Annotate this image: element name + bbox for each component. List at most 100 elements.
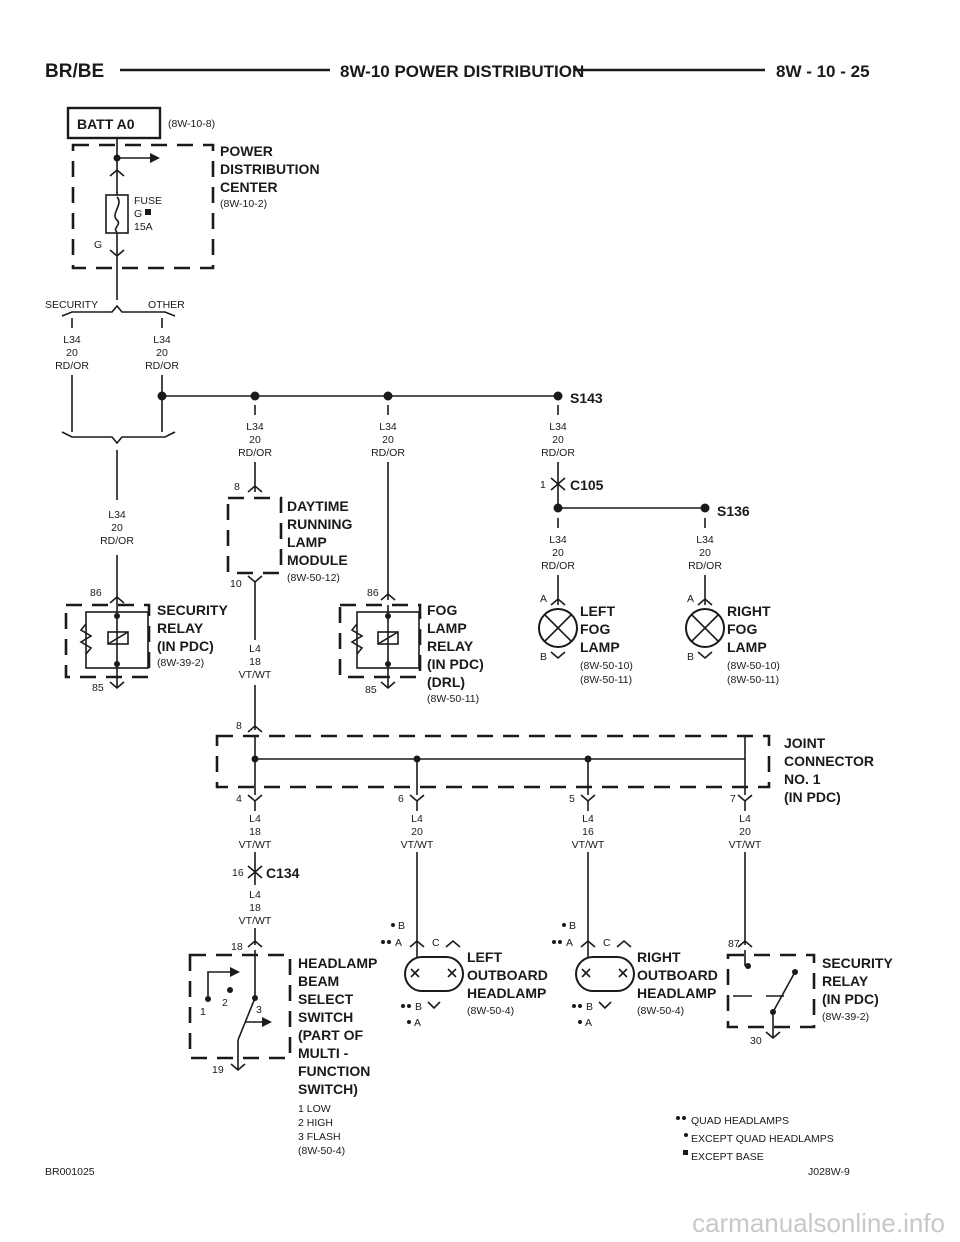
wire-h-gauge: 20 xyxy=(699,547,711,559)
lhl-c: C xyxy=(432,937,440,949)
bus-node-1 xyxy=(157,391,167,401)
fog-title-2: LAMP xyxy=(427,620,467,636)
fog-title-5: (DRL) xyxy=(427,674,465,690)
hls-blade xyxy=(237,997,256,1041)
wire-n-gauge: 18 xyxy=(249,902,261,914)
lfog-pin-a: A xyxy=(540,593,547,605)
fuse-id: G xyxy=(134,208,142,220)
note-quad: QUAD HEADLAMPS xyxy=(691,1115,789,1127)
sec1-coil-slash xyxy=(107,631,129,645)
wire-e-code: L34 xyxy=(379,421,397,433)
wire-i-color: VT/WT xyxy=(239,669,272,681)
note-except-base: EXCEPT BASE xyxy=(691,1151,764,1163)
rhl-x2b xyxy=(618,968,628,978)
c105-pin: 1 xyxy=(540,479,546,491)
rfog-title-2: FOG xyxy=(727,621,757,637)
wire-g-color: RD/OR xyxy=(541,560,575,572)
split-other: OTHER xyxy=(148,299,185,311)
header-left: BR/BE xyxy=(45,61,104,82)
fog-conn-out xyxy=(380,681,396,690)
hls-conn-out xyxy=(230,1063,246,1072)
wire-a-gauge: 20 xyxy=(66,347,78,359)
splice-s136: S136 xyxy=(717,503,750,519)
lhl-a-marker-2-icon xyxy=(387,940,391,944)
hls-title-3: SELECT xyxy=(298,991,354,1007)
sec1-pin-out: 85 xyxy=(92,682,104,694)
hls-title-7: FUNCTION xyxy=(298,1063,370,1079)
footer-left: BR001025 xyxy=(45,1166,95,1178)
joint-conn-4 xyxy=(247,794,263,803)
hls-pos-2: 2 xyxy=(222,997,228,1009)
rfog-conn-b xyxy=(697,651,713,660)
rhl-bot-b: B xyxy=(586,1001,593,1013)
fog-pin-in: 86 xyxy=(367,587,379,599)
sec2-ref: (8W-39-2) xyxy=(822,1011,869,1023)
joint-node-4 xyxy=(251,755,259,763)
wire-b-code: L34 xyxy=(153,334,171,346)
wire-j-code: L4 xyxy=(249,813,261,825)
lhl-bot-b: B xyxy=(415,1001,422,1013)
hls-title-4: SWITCH xyxy=(298,1009,353,1025)
drl-conn-in xyxy=(247,484,263,493)
wire-f-color: RD/OR xyxy=(541,447,575,459)
splice-s136-node xyxy=(700,503,710,513)
sec1-conn-in xyxy=(109,595,125,604)
lhl-x2b xyxy=(447,968,457,978)
joint-conn-7 xyxy=(737,794,753,803)
rhl-bot-a-marker-icon xyxy=(578,1020,582,1024)
wire-c-color: RD/OR xyxy=(100,535,134,547)
lhl-conn-a xyxy=(409,939,425,948)
sec2-conn-in xyxy=(737,939,753,948)
rhl-bot-b-marker-1-icon xyxy=(572,1004,576,1008)
sec1-coil-icon xyxy=(107,631,129,645)
watermark: carmanualsonline.info xyxy=(692,1208,945,1238)
note-except-quad-marker-icon xyxy=(684,1133,688,1137)
joint-title-2: CONNECTOR xyxy=(784,753,874,769)
note-quad-marker-2-icon xyxy=(682,1116,686,1120)
fog-title-1: FOG xyxy=(427,602,457,618)
left-headlamp-icon xyxy=(404,956,464,992)
rhl-title-1: RIGHT xyxy=(637,949,681,965)
wire-n-code: L4 xyxy=(249,889,261,901)
bus-node-2 xyxy=(250,391,260,401)
lfog-conn-b xyxy=(550,651,566,660)
note-except-base-marker-icon xyxy=(683,1150,688,1155)
sec1-box xyxy=(64,603,151,679)
joint-conn-6 xyxy=(409,794,425,803)
hls-title-5: (PART OF xyxy=(298,1027,364,1043)
drl-conn-out xyxy=(247,575,263,584)
wire-c-gauge: 20 xyxy=(111,522,123,534)
rhl-ref: (8W-50-4) xyxy=(637,1005,684,1017)
bus-node-3 xyxy=(383,391,393,401)
pdc-title-1: POWER xyxy=(220,143,273,159)
sec2-title-2: RELAY xyxy=(822,973,869,989)
drl-pin-out: 10 xyxy=(230,578,242,590)
sec1-title-1: SECURITY xyxy=(157,602,228,618)
sec1-title-2: RELAY xyxy=(157,620,204,636)
rhl-b-marker-icon xyxy=(562,923,566,927)
c105-conn-bottom xyxy=(550,482,566,491)
wire-a-code: L34 xyxy=(63,334,81,346)
hls-pos-3: 3 xyxy=(256,1004,262,1016)
fog-title-4: (IN PDC) xyxy=(427,656,484,672)
wire-h-code: L34 xyxy=(696,534,714,546)
lfog-x2 xyxy=(544,614,572,642)
wire-m-color: VT/WT xyxy=(729,839,762,851)
fog-ref: (8W-50-11) xyxy=(427,693,479,705)
wire-n-color: VT/WT xyxy=(239,915,272,927)
sec1-ref: (8W-39-2) xyxy=(157,657,204,669)
sec2-title-1: SECURITY xyxy=(822,955,893,971)
joint-title-4: (IN PDC) xyxy=(784,789,841,805)
lhl-conn-c xyxy=(445,939,461,948)
sec2-contact-node xyxy=(745,963,751,969)
hls-title-1: HEADLAMP xyxy=(298,955,377,971)
lhl-top-b: B xyxy=(398,920,405,932)
right-headlamp-icon xyxy=(575,956,635,992)
lfog-title-3: LAMP xyxy=(580,639,620,655)
rhl-conn-c xyxy=(616,939,632,948)
wire-f-code: L34 xyxy=(549,421,567,433)
rfog-pin-b: B xyxy=(687,651,694,663)
hls-low-path xyxy=(207,971,232,999)
sec2-box xyxy=(726,953,816,1029)
